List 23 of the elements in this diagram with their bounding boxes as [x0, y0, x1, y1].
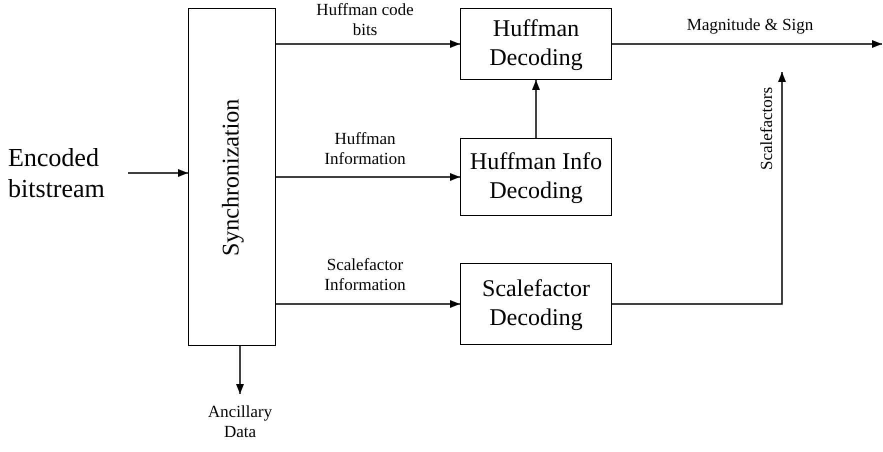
edge-label: Huffman code bits: [315, 0, 415, 42]
edge-label: Scalefactor Information: [323, 254, 407, 296]
text-label: Encoded bitstream: [8, 142, 106, 204]
box-label: Huffman Info Decoding: [468, 148, 604, 206]
arrow: [276, 40, 460, 48]
box-label: Huffman Decoding: [488, 15, 584, 73]
arrow: [128, 169, 188, 177]
process-box: [460, 8, 612, 80]
process-box: [188, 8, 276, 346]
box-label: Scalefactor Decoding: [481, 275, 591, 333]
text-label: Ancillary Data: [206, 402, 274, 442]
box-label: Synchronization: [218, 98, 246, 256]
edge-label: Huffman Information: [323, 128, 407, 170]
edge-label: Magnitude & Sign: [686, 14, 814, 36]
arrow: [532, 80, 540, 138]
process-box: [460, 263, 612, 345]
arrow: [276, 300, 460, 308]
arrow: [276, 173, 460, 181]
arrow: [236, 346, 244, 394]
arrow: [612, 40, 882, 48]
edge-label: Scalefactors: [756, 86, 777, 170]
arrow: [612, 72, 786, 305]
process-box: [460, 138, 612, 216]
